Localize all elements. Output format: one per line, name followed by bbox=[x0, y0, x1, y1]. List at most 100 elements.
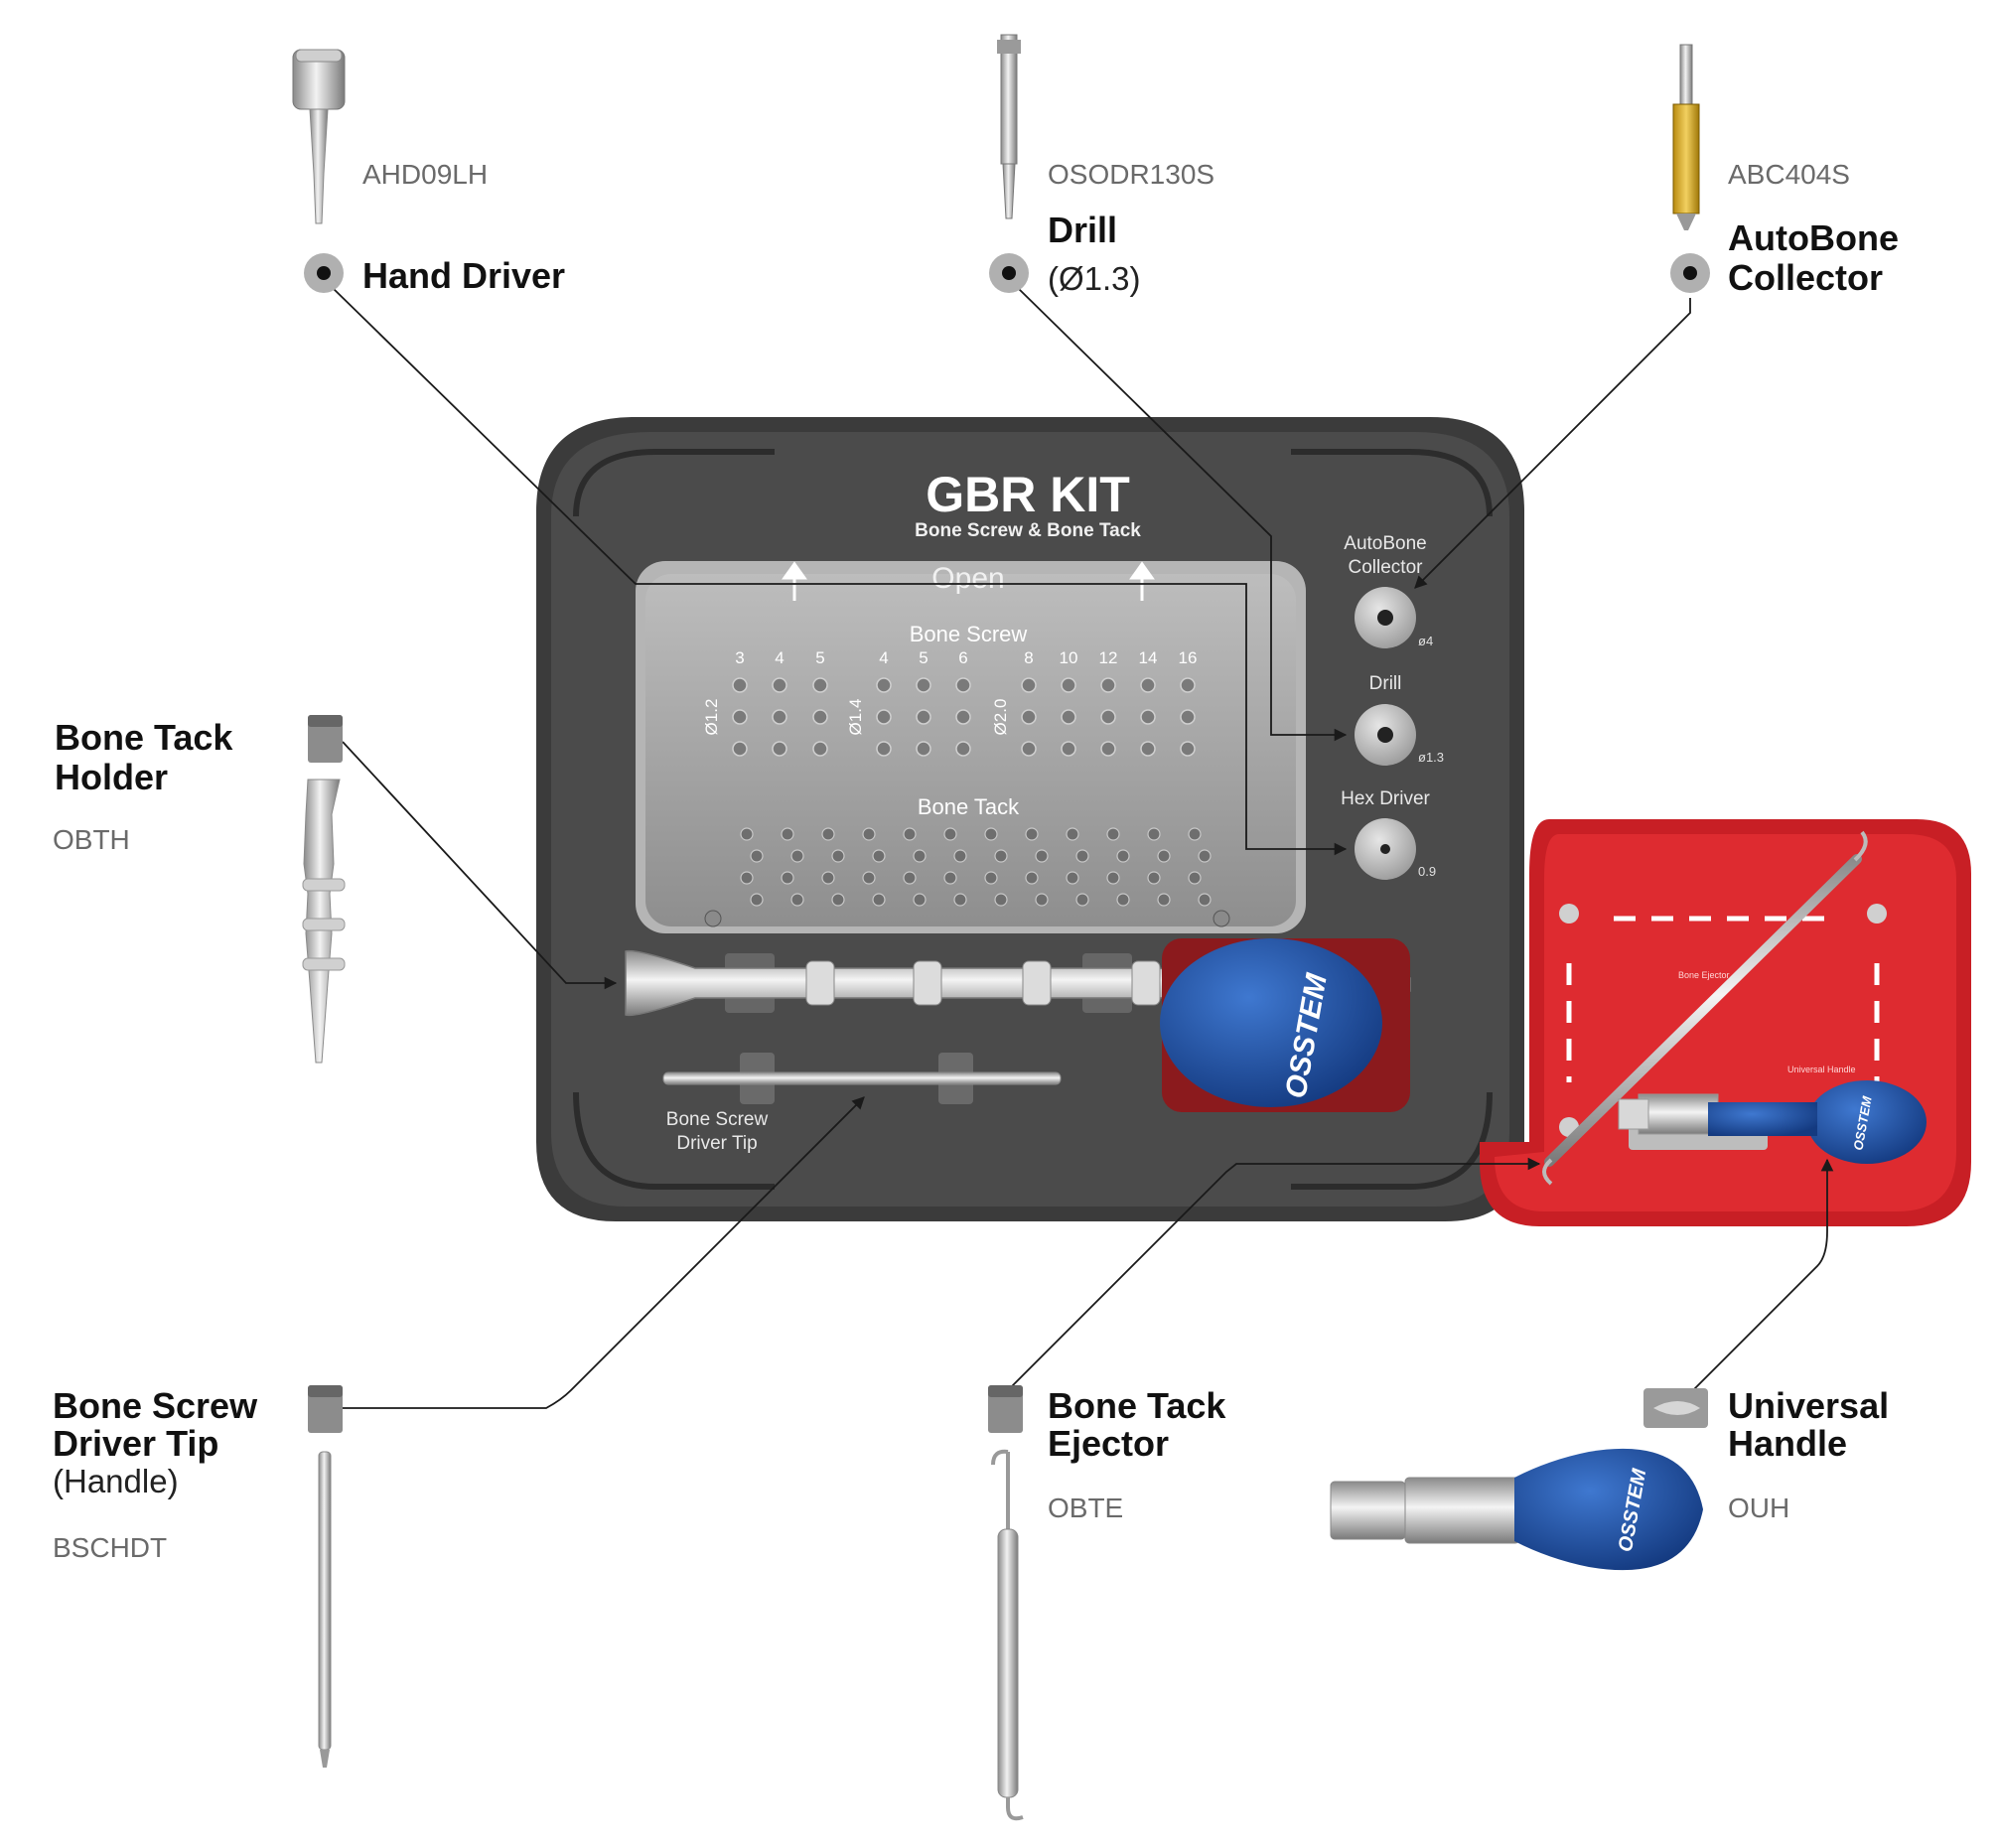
screw-hole bbox=[1021, 677, 1037, 693]
tack-hole bbox=[984, 827, 998, 841]
screw-hole bbox=[916, 741, 931, 757]
ejector-name-2: Ejector bbox=[1048, 1423, 1169, 1464]
leader-lines bbox=[332, 287, 1834, 1409]
tool-slots: AutoBone Collector ø4 Drill ø1.3 Hex Dri… bbox=[1341, 533, 1444, 880]
tack-hole bbox=[790, 893, 804, 907]
autobone-collector-component: ABC404S AutoBone Collector bbox=[1670, 44, 1899, 298]
ejector-name: Bone Tack bbox=[1048, 1385, 1226, 1426]
screw-hole bbox=[1100, 677, 1116, 693]
screw-hole bbox=[1100, 709, 1116, 725]
screw-hole bbox=[732, 677, 748, 693]
tack-hole bbox=[913, 849, 927, 863]
tack-hole bbox=[1035, 893, 1049, 907]
tack-hole bbox=[1157, 893, 1171, 907]
screw-length-label: 4 bbox=[879, 648, 888, 667]
screw-hole bbox=[772, 741, 787, 757]
driver-tip-name: Bone Screw bbox=[53, 1385, 258, 1426]
slot-label-hex-driver: Hex Driver bbox=[1341, 788, 1430, 809]
drill-detail: (Ø1.3) bbox=[1048, 260, 1141, 297]
slot-label-autobone: AutoBone bbox=[1344, 533, 1426, 554]
bone-tack-holder-code: OBTH bbox=[53, 824, 130, 855]
tack-hole bbox=[1198, 893, 1212, 907]
hand-driver-name: Hand Driver bbox=[362, 255, 565, 296]
tack-hole bbox=[1075, 893, 1089, 907]
bone-tack-holder-name-2: Holder bbox=[55, 757, 168, 797]
autobone-collector-image bbox=[1672, 44, 1700, 230]
tack-hole bbox=[903, 827, 917, 841]
tack-hole bbox=[1157, 849, 1171, 863]
tack-hole bbox=[1198, 849, 1212, 863]
bone-screw-driver-tip-component: Bone Screw Driver Tip (Handle) BSCHDT bbox=[53, 1385, 343, 1768]
screw-length-label: 5 bbox=[815, 648, 824, 667]
section-marker-icon bbox=[1643, 1388, 1708, 1428]
tack-hole bbox=[740, 871, 754, 885]
tack-hole bbox=[740, 827, 754, 841]
screw-hole bbox=[955, 677, 971, 693]
ejector-code: OBTE bbox=[1048, 1493, 1123, 1523]
screw-hole bbox=[732, 741, 748, 757]
screw-hole bbox=[1021, 709, 1037, 725]
autobone-name: AutoBone bbox=[1728, 217, 1899, 258]
red-tray-ejector-label: Bone Ejector bbox=[1678, 970, 1730, 980]
screw-length-label: 16 bbox=[1179, 648, 1198, 667]
driver-tip-detail: (Handle) bbox=[53, 1463, 179, 1499]
screw-hole bbox=[1021, 741, 1037, 757]
tack-hole bbox=[872, 849, 886, 863]
hand-driver-code: AHD09LH bbox=[362, 159, 488, 190]
screw-hole bbox=[876, 677, 892, 693]
screw-hole bbox=[955, 741, 971, 757]
tack-hole bbox=[953, 893, 967, 907]
screw-length-label: 6 bbox=[958, 648, 967, 667]
slot-label-autobone-2: Collector bbox=[1349, 557, 1424, 578]
bone-screw-driver-tip-in-case: Bone Screw Driver Tip bbox=[662, 1053, 1062, 1154]
tack-hole bbox=[862, 871, 876, 885]
tack-hole bbox=[821, 871, 835, 885]
screw-hole bbox=[1061, 709, 1076, 725]
tack-hole bbox=[994, 893, 1008, 907]
diameter-label: Ø1.2 bbox=[702, 699, 721, 736]
kit-title: GBR KIT bbox=[926, 467, 1130, 522]
drill-component: OSODR130S Drill (Ø1.3) bbox=[989, 34, 1214, 297]
screw-hole bbox=[772, 677, 787, 693]
tack-hole bbox=[1116, 849, 1130, 863]
diameter-label: Ø2.0 bbox=[991, 699, 1010, 736]
universal-handle-in-case: OSSTEM bbox=[1160, 938, 1410, 1112]
screw-hole bbox=[732, 709, 748, 725]
slot-screw-icon bbox=[1377, 727, 1393, 743]
screw-hole bbox=[812, 741, 828, 757]
tack-hole bbox=[1147, 871, 1161, 885]
driver-tip-name-2: Driver Tip bbox=[53, 1423, 218, 1464]
tack-hole bbox=[831, 893, 845, 907]
bone-tack-ejector-component: Bone Tack Ejector OBTE bbox=[988, 1385, 1226, 1821]
driver-tip-case-label-2: Driver Tip bbox=[676, 1133, 757, 1154]
tack-hole bbox=[984, 871, 998, 885]
screw-hole bbox=[812, 709, 828, 725]
universal-handle-code: OUH bbox=[1728, 1493, 1789, 1523]
universal-handle-name: Universal bbox=[1728, 1385, 1889, 1426]
open-arrow-right-icon bbox=[1129, 561, 1155, 601]
driver-tip-case-label: Bone Screw bbox=[666, 1109, 769, 1130]
screw-hole bbox=[1180, 709, 1196, 725]
gbr-kit-case: GBR KIT Bone Screw & Bone Tack Open Bone… bbox=[536, 417, 1524, 1221]
tack-hole bbox=[872, 893, 886, 907]
tack-hole bbox=[1106, 871, 1120, 885]
screw-hole bbox=[1100, 741, 1116, 757]
tack-hole bbox=[831, 849, 845, 863]
bone-tack-holder-image bbox=[302, 779, 346, 1064]
drill-image bbox=[997, 34, 1021, 219]
callout-marker-dot-icon bbox=[317, 266, 331, 280]
callout-marker-dot-icon bbox=[1683, 266, 1697, 280]
screw-hole bbox=[955, 709, 971, 725]
drill-code: OSODR130S bbox=[1048, 159, 1214, 190]
slot-screw-icon bbox=[1380, 844, 1390, 854]
tack-hole bbox=[1116, 893, 1130, 907]
bone-tack-holder-component: Bone Tack Holder OBTH bbox=[53, 715, 346, 1064]
tack-hole bbox=[913, 893, 927, 907]
screw-hole bbox=[1140, 709, 1156, 725]
tack-hole bbox=[862, 827, 876, 841]
screw-hole bbox=[1180, 741, 1196, 757]
